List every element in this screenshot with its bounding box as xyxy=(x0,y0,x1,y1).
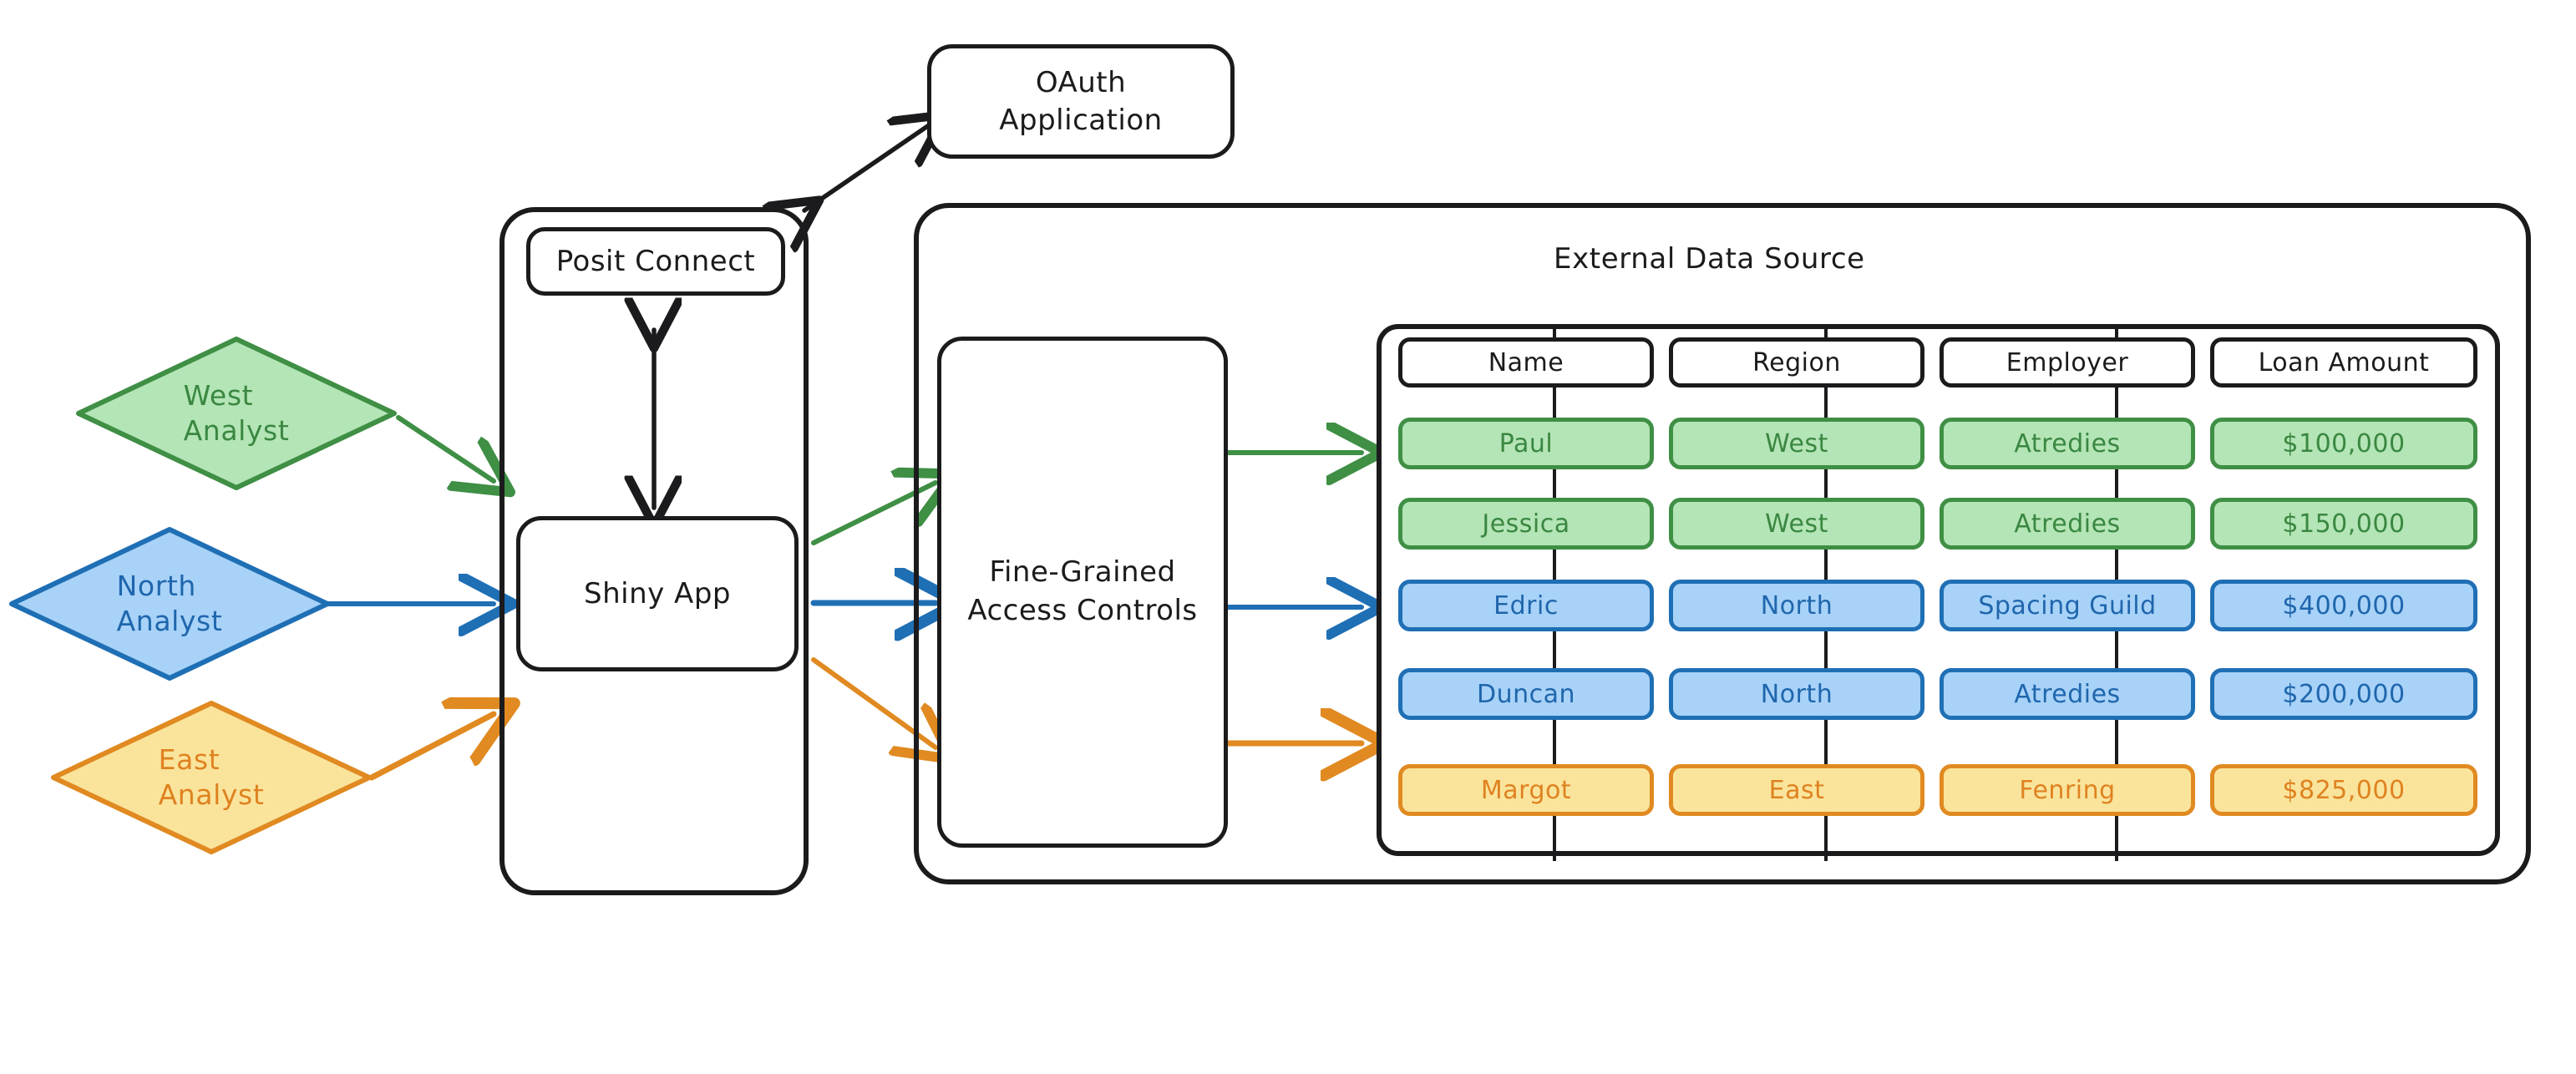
arrow-connect-oauth xyxy=(804,125,929,210)
table-row: Paul xyxy=(1398,418,1654,469)
table-header-name: Name xyxy=(1398,337,1654,388)
fine-grained-access-controls-label: Fine-Grained Access Controls xyxy=(967,555,1198,627)
arrow-west-to-connect xyxy=(396,415,494,481)
north-analyst-label: North Analyst xyxy=(116,569,223,637)
table-header-loan-amount: Loan Amount xyxy=(2210,337,2477,388)
table-header-employer: Employer xyxy=(1940,337,2195,388)
west-analyst-node[interactable]: West Analyst xyxy=(74,334,399,493)
table-row: West xyxy=(1669,418,1924,469)
posit-connect-node[interactable]: Posit Connect xyxy=(526,227,785,296)
table-row: Duncan xyxy=(1398,668,1654,720)
table-row: Atredies xyxy=(1940,668,2195,720)
table-row: Edric xyxy=(1398,580,1654,631)
external-data-source-title: External Data Source xyxy=(1554,242,1865,276)
shiny-app-node[interactable]: Shiny App xyxy=(516,516,799,671)
north-analyst-node[interactable]: North Analyst xyxy=(7,524,332,683)
posit-connect-label: Posit Connect xyxy=(555,244,756,278)
west-analyst-label: West Analyst xyxy=(183,378,290,447)
oauth-application-node[interactable]: OAuth Application xyxy=(927,44,1235,159)
table-header-region: Region xyxy=(1669,337,1924,388)
shiny-app-label: Shiny App xyxy=(584,576,731,610)
table-row: Margot xyxy=(1398,764,1654,816)
table-row: East xyxy=(1669,764,1924,816)
fine-grained-access-controls-node[interactable]: Fine-Grained Access Controls xyxy=(937,337,1228,848)
table-row: Jessica xyxy=(1398,498,1654,550)
arrow-east-to-connect xyxy=(368,714,494,781)
east-analyst-label: East Analyst xyxy=(158,742,265,811)
table-row: Atredies xyxy=(1940,418,2195,469)
table-row: North xyxy=(1669,580,1924,631)
east-analyst-node[interactable]: East Analyst xyxy=(48,698,374,857)
table-row: $200,000 xyxy=(2210,668,2477,720)
table-row: $400,000 xyxy=(2210,580,2477,631)
table-row: $150,000 xyxy=(2210,498,2477,550)
table-row: $100,000 xyxy=(2210,418,2477,469)
posit-connect-container xyxy=(499,207,809,895)
table-row: West xyxy=(1669,498,1924,550)
table-row: $825,000 xyxy=(2210,764,2477,816)
oauth-application-label: OAuth Application xyxy=(999,66,1163,137)
table-row: Spacing Guild xyxy=(1940,580,2195,631)
table-row: North xyxy=(1669,668,1924,720)
table-row: Fenring xyxy=(1940,764,2195,816)
table-row: Atredies xyxy=(1940,498,2195,550)
external-data-source-container xyxy=(914,203,2531,884)
